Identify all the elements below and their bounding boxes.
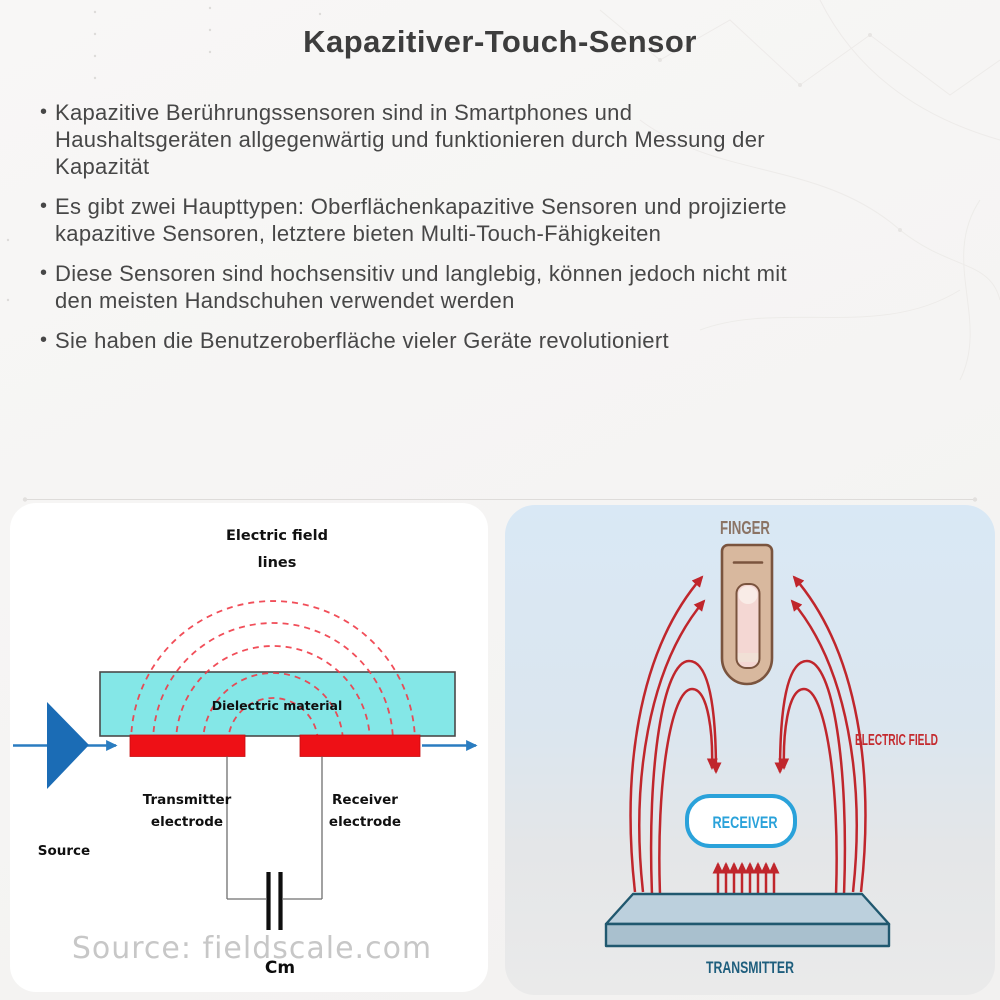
- circuit-diagram-svg: Electric field lines Dielectric material: [13, 528, 478, 978]
- section-divider-line: [22, 497, 978, 502]
- transmitter-plate: [604, 892, 891, 948]
- bullet-text: Es gibt zwei Haupttypen: Oberflächenkapa…: [55, 194, 787, 246]
- finger-shape: [720, 543, 774, 686]
- dashed-field-arcs: [130, 600, 416, 744]
- capacitor-symbol: [266, 872, 283, 930]
- transmitter-label: TRANSMITTER: [706, 959, 794, 977]
- bullet-text: Sie haben die Benutzeroberfläche vieler …: [55, 328, 669, 353]
- bullet-text: Diese Sensoren sind hochsensitiv und lan…: [55, 261, 787, 313]
- source-triangle: [47, 702, 89, 789]
- dielectric-label: Dielectric material: [212, 698, 343, 713]
- bullet-list: • Kapazitive Berührungssensoren sind in …: [40, 99, 970, 367]
- transmitter-electrode-rect: [129, 734, 246, 757]
- capacitor-wires: [226, 756, 323, 900]
- electric-field-lines-label: lines: [258, 555, 297, 571]
- bullet-marker: •: [40, 195, 48, 217]
- bullet-item: • Kapazitive Berührungssensoren sind in …: [40, 99, 970, 180]
- fingernail-band: [736, 653, 760, 662]
- transmitter-electrode-label: Transmitter: [143, 792, 232, 808]
- fingernail: [736, 584, 760, 668]
- bullet-marker: •: [40, 101, 48, 123]
- receiver-electrode-rect: [299, 734, 421, 757]
- electric-field-arrows: [629, 575, 867, 895]
- finger-field-diagram: FINGER: [505, 505, 995, 995]
- fingernail-lunula: [738, 586, 758, 604]
- mutual-capacitance-label: Cm: [265, 958, 295, 978]
- mesh-nodes: [658, 33, 902, 232]
- dielectric-rect: [99, 671, 456, 737]
- receiver-label: RECEIVER: [713, 814, 778, 832]
- watermark-text: Source: fieldscale.com: [72, 931, 432, 966]
- bullet-item: • Es gibt zwei Haupttypen: Oberflächenka…: [40, 193, 970, 247]
- finger-diagram-svg: FINGER: [604, 518, 938, 977]
- mutual-capacitance-diagram: Electric field lines Dielectric material: [10, 503, 488, 992]
- transmitter-electrode-label: electrode: [151, 814, 223, 830]
- receiver-electrode-label: electrode: [329, 814, 401, 830]
- receiver-electrode-label: Receiver: [332, 792, 398, 808]
- finger-label: FINGER: [720, 518, 770, 538]
- receiver-box: RECEIVER: [685, 794, 797, 848]
- bullet-marker: •: [40, 329, 48, 351]
- electric-field-label: ELECTRIC FIELD: [855, 732, 938, 749]
- bullet-marker: •: [40, 262, 48, 284]
- bullet-item: • Diese Sensoren sind hochsensitiv und l…: [40, 260, 970, 314]
- bullet-item: • Sie haben die Benutzeroberfläche viele…: [40, 327, 970, 354]
- bullet-text: Kapazitive Berührungssensoren sind in Sm…: [55, 100, 765, 179]
- electric-field-lines-label: Electric field: [226, 528, 328, 544]
- page-title: Kapazitiver-Touch-Sensor: [303, 24, 697, 59]
- source-label: Source: [38, 843, 90, 859]
- dot-texture: [6, 6, 322, 302]
